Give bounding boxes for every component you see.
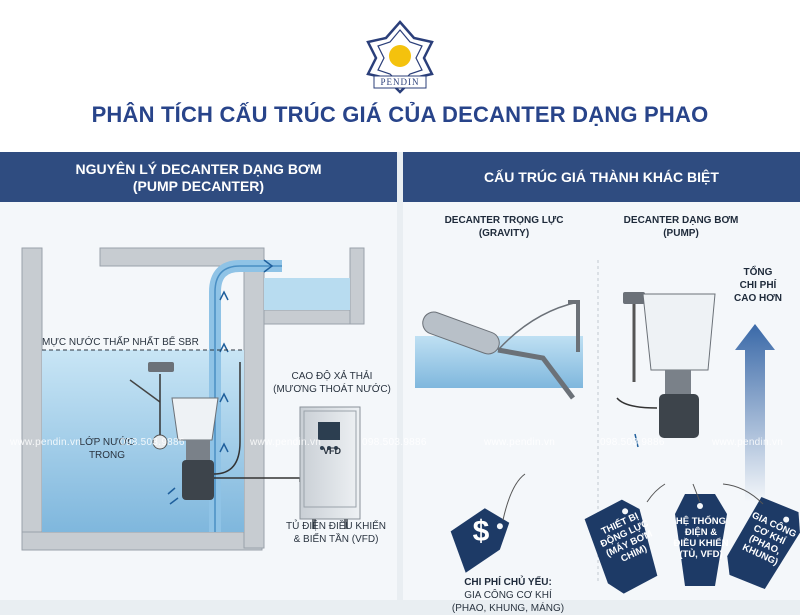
pump-title: DECANTER DẠNG BƠM (PUMP) <box>611 214 751 240</box>
pendin-logo: PENDIN <box>366 20 434 94</box>
water-level-label: MỰC NƯỚC THẤP NHẤT BỂ SBR <box>42 337 199 348</box>
pump-line1: DECANTER DẠNG BƠM <box>623 215 739 226</box>
total-line2: CHI PHÍ <box>739 280 777 291</box>
watermark-2: 098.503.9886 <box>120 437 185 448</box>
page-title: PHÂN TÍCH CẤU TRÚC GIÁ CỦA DECANTER DẠNG… <box>91 102 709 127</box>
discharge-label-line2: (MƯƠNG THOÁT NƯỚC) <box>273 384 391 395</box>
header: PENDIN PHÂN TÍCH CẤU TRÚC GIÁ CỦA DECANT… <box>0 0 800 152</box>
main-cost-line3: (PHAO, KHUNG, MÁNG) <box>451 603 565 614</box>
discharge-label-line1: CAO ĐỘ XẢ THẢI <box>291 371 373 382</box>
total-line1: TỔNG <box>743 267 773 278</box>
control-cabinet-label: TỦ ĐIỆN ĐIỀU KHIỂN & BIẾN TẦN (VFD) <box>276 520 396 546</box>
total-line3: CAO HƠN <box>734 293 782 304</box>
left-panel: NGUYÊN LÝ DECANTER DẠNG BƠM (PUMP DECANT… <box>0 152 397 600</box>
discharge-label: CAO ĐỘ XẢ THẢI (MƯƠNG THOÁT NƯỚC) <box>262 370 402 396</box>
tag2-line3: ĐIỀU KHIỂN <box>673 538 729 549</box>
left-title-line1: NGUYÊN LÝ DECANTER DẠNG BƠM <box>75 161 322 177</box>
clear-layer-line1: LỚP NƯỚC <box>79 437 135 448</box>
left-panel-header: NGUYÊN LÝ DECANTER DẠNG BƠM (PUMP DECANT… <box>0 152 397 202</box>
right-title: CẤU TRÚC GIÁ THÀNH KHÁC BIỆT <box>484 169 719 185</box>
watermark-5: www.pendin.vn <box>484 437 556 448</box>
tag2-line4: (TỦ, VFD) <box>679 549 723 560</box>
gravity-line1: DECANTER TRỌNG LỰC <box>444 215 564 226</box>
pump-line2: (PUMP) <box>663 228 699 239</box>
tag2-line1: HỆ THỐNG <box>675 516 727 527</box>
main-cost-line1: CHI PHÍ CHỦ YẾU: <box>464 577 552 588</box>
cabinet-line1: TỦ ĐIỆN ĐIỀU KHIỂN <box>285 521 386 532</box>
main-cost-detail: GIA CÔNG CƠ KHÍ (PHAO, KHUNG, MÁNG) <box>433 589 583 615</box>
dollar-icon: $ <box>472 515 490 548</box>
tag-electrical-control: HỆ THỐNG ĐIỆN & ĐIỀU KHIỂN (TỦ, VFD) <box>673 516 729 560</box>
watermark-4: 098.503.9886 <box>362 437 427 448</box>
gravity-line2: (GRAVITY) <box>478 228 530 239</box>
pump-decanter-diagram <box>21 247 365 551</box>
clear-layer-line2: TRONG <box>88 450 126 461</box>
cost-comparison-diagram <box>415 260 800 594</box>
gravity-title: DECANTER TRỌNG LỰC (GRAVITY) <box>419 214 589 240</box>
right-panel: CẤU TRÚC GIÁ THÀNH KHÁC BIỆT DECANTER TR… <box>403 152 800 614</box>
right-panel-header: CẤU TRÚC GIÁ THÀNH KHÁC BIỆT <box>403 152 800 202</box>
watermark-6: 098.503.9886 <box>600 437 665 448</box>
clear-water-layer-label: LỚP NƯỚC TRONG <box>72 436 142 462</box>
main-cost-label: CHI PHÍ CHỦ YẾU: <box>433 576 583 589</box>
vfd-label: VFD <box>323 446 341 456</box>
watermark-3: www.pendin.vn <box>250 437 322 448</box>
higher-cost-label: TỔNG CHI PHÍ CAO HƠN <box>729 266 787 305</box>
main-cost-line2: GIA CÔNG CƠ KHÍ <box>464 590 552 601</box>
logo-text: PENDIN <box>381 77 420 87</box>
watermark-7: www.pendin.vn <box>712 437 784 448</box>
watermark-1: www.pendin.vn <box>10 437 82 448</box>
tag2-line2: ĐIỆN & <box>684 527 718 538</box>
left-title-line2: (PUMP DECANTER) <box>132 178 265 194</box>
cabinet-line2: & BIẾN TẦN (VFD) <box>293 534 379 545</box>
